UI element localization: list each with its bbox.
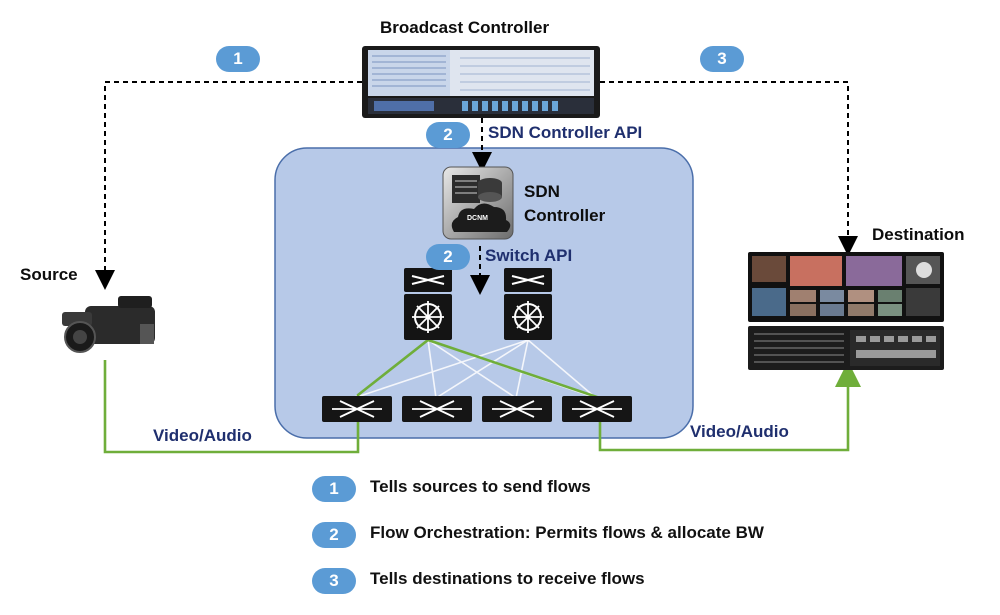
video-audio-right-label: Video/Audio bbox=[690, 422, 789, 441]
leaf-switch-4 bbox=[562, 396, 632, 422]
step-badge-3: 3 bbox=[700, 46, 744, 72]
broadcast-controller-monitor bbox=[362, 46, 600, 118]
legend-text-2: Flow Orchestration: Permits flows & allo… bbox=[370, 523, 764, 542]
switch-api-label: Switch API bbox=[485, 246, 573, 265]
video-audio-left-label: Video/Audio bbox=[153, 426, 252, 445]
control-flow-3 bbox=[600, 81, 858, 256]
spine-switch-right bbox=[504, 268, 552, 340]
legend-badge-2: 2 bbox=[312, 522, 356, 548]
source-label: Source bbox=[20, 265, 78, 284]
sdn-server-tag: DCNM bbox=[467, 215, 488, 222]
sdn-controller-label-line1: SDN bbox=[524, 182, 560, 201]
sdn-controller-api-label: SDN Controller API bbox=[488, 123, 643, 142]
legend-badge-1: 1 bbox=[312, 476, 356, 502]
leaf-switch-1 bbox=[322, 396, 392, 422]
destination-monitor bbox=[748, 252, 944, 322]
step-badge-2-api: 2 bbox=[426, 122, 470, 148]
sdn-controller-label-line2: Controller bbox=[524, 206, 606, 225]
legend-text-1: Tells sources to send flows bbox=[370, 477, 591, 496]
leaf-switch-2 bbox=[402, 396, 472, 422]
camera-icon bbox=[62, 296, 155, 353]
sdn-server-icon bbox=[442, 166, 514, 240]
destination-console bbox=[748, 326, 944, 370]
step-badge-1: 1 bbox=[216, 46, 260, 72]
control-flow-1 bbox=[95, 81, 362, 290]
destination-label: Destination bbox=[872, 225, 965, 244]
legend-badge-3: 3 bbox=[312, 568, 356, 594]
leaf-switch-3 bbox=[482, 396, 552, 422]
broadcast-controller-label: Broadcast Controller bbox=[380, 18, 550, 37]
step-badge-2-switch: 2 bbox=[426, 244, 470, 270]
spine-switch-left bbox=[404, 268, 452, 340]
legend-text-3: Tells destinations to receive flows bbox=[370, 569, 645, 588]
